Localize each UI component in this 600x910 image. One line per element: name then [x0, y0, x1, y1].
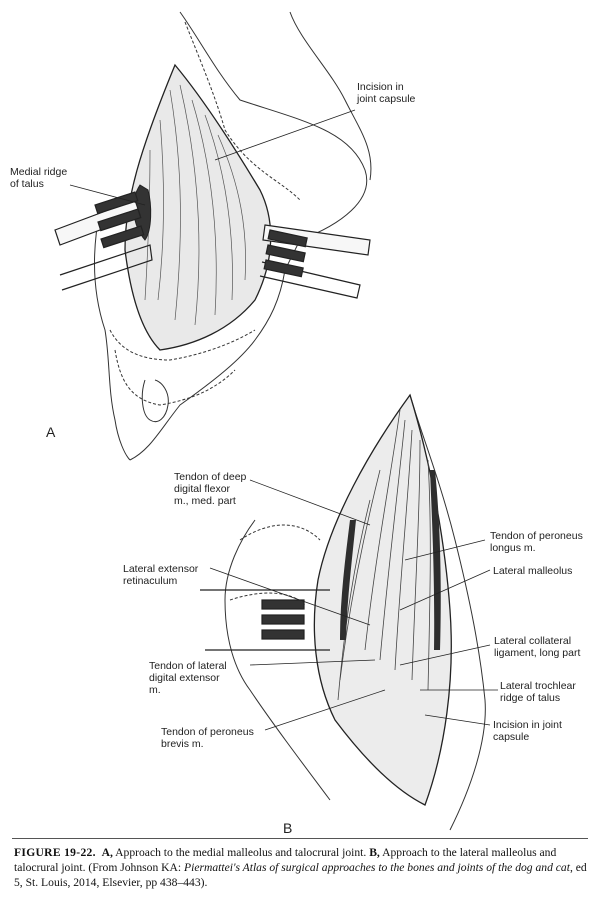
panel-b-letter: B	[283, 820, 293, 836]
anatomical-illustration	[54, 11, 498, 831]
caption-a-text: Approach to the medial malleolus and tal…	[112, 846, 370, 859]
panel-b-limb-outline-2	[224, 519, 331, 801]
label-tendon-peroneus-brevis: Tendon of peroneus brevis m.	[161, 726, 254, 750]
label-incision-joint-capsule-a: Incision in joint capsule	[357, 81, 416, 105]
caption-a-letter: A,	[101, 846, 113, 859]
label-tendon-deep-digital-flexor: Tendon of deep digital flexor m., med. p…	[174, 471, 247, 507]
panel-b-limb-outline	[409, 394, 486, 831]
panel-a-drawing	[54, 11, 372, 461]
caption-b-text: Approach to the lateral malleolus and ta…	[14, 846, 557, 874]
caption-b-letter: B,	[369, 846, 380, 859]
panel-a-right-retractor	[259, 224, 371, 299]
label-lateral-collateral-ligament: Lateral collateral ligament, long part	[494, 635, 581, 659]
caption-book-title: Piermattei's Atlas of surgical approache…	[184, 861, 570, 874]
panel-b-drawing	[200, 393, 498, 831]
figure-number: FIGURE 19-22.	[14, 846, 96, 859]
panel-a-toe	[141, 379, 169, 423]
panel-a-limb-outline-2	[289, 11, 372, 181]
leader-incision-joint-capsule-a	[214, 109, 356, 161]
panel-b-leader-lines	[209, 479, 498, 731]
panel-a-left-retractor	[54, 191, 153, 291]
panel-b-dark-area-2	[340, 520, 356, 640]
caption-divider	[12, 838, 588, 839]
label-lateral-trochlear-ridge: Lateral trochlear ridge of talus	[500, 680, 576, 704]
panel-b-incision	[313, 393, 452, 806]
leader-medial-ridge	[69, 184, 146, 206]
panel-a-letter: A	[46, 424, 56, 440]
label-lateral-malleolus: Lateral malleolus	[493, 565, 573, 577]
panel-b-tendons	[337, 409, 431, 701]
panel-a-hatching	[144, 84, 246, 326]
label-lateral-extensor-retinaculum: Lateral extensor retinaculum	[123, 563, 199, 587]
panel-b-retractor	[200, 589, 330, 651]
caption-citation-tail: , ed 5, St. Louis, 2014, Elsevier, pp 43…	[14, 861, 587, 889]
panel-a-medial-outline	[94, 209, 131, 461]
label-tendon-peroneus-longus: Tendon of peroneus longus m.	[490, 530, 583, 554]
figure-caption: FIGURE 19-22. A, Approach to the medial …	[14, 845, 588, 890]
label-tendon-lateral-digital-extensor: Tendon of lateral digital extensor m.	[149, 660, 227, 696]
label-incision-joint-capsule-b: Incision in joint capsule	[493, 719, 562, 743]
panel-b-dark-area	[430, 470, 441, 650]
panel-a-bone-outline	[109, 21, 301, 406]
label-medial-ridge-of-talus: Medial ridge of talus	[10, 166, 68, 190]
